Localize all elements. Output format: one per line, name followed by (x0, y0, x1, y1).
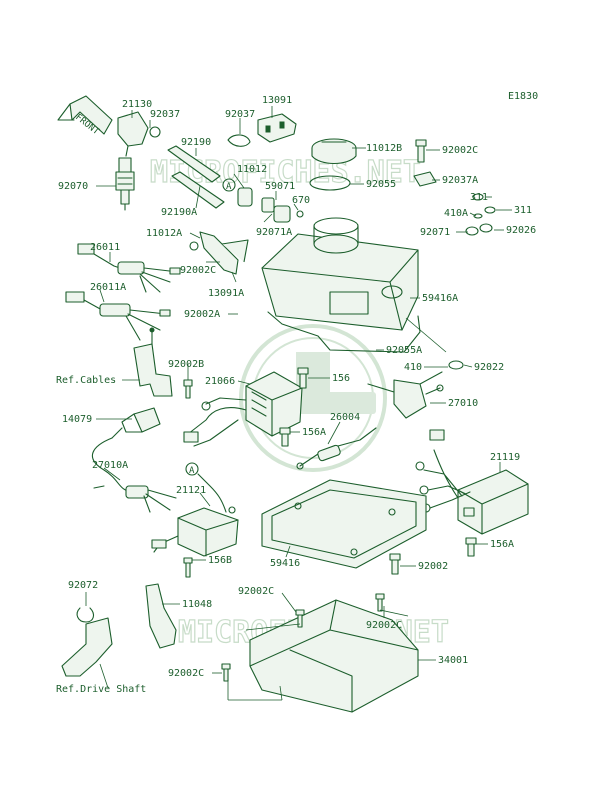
label-13091: 13091 (262, 95, 292, 106)
callout-a-lower: A (185, 462, 199, 476)
bracket-92037a (413, 171, 437, 187)
bolt-156a-right (465, 537, 477, 557)
label-ref-drive-shaft: Ref.Drive Shaft (56, 684, 146, 695)
label-156a-right: 156A (490, 539, 514, 550)
pulser-27010 (367, 371, 444, 419)
label-11012: 11012 (237, 164, 267, 175)
label-311-a: 311 (470, 192, 488, 203)
cdi-unit-21119 (415, 429, 529, 535)
bolt-156a-mid (279, 427, 291, 447)
clamp-92072 (76, 607, 95, 623)
bracket-ref-drive-shaft (61, 617, 113, 677)
front-arrow-icon: FRONT (57, 95, 113, 137)
label-26004: 26004 (330, 412, 360, 423)
label-59416a: 59416A (422, 293, 458, 304)
harness-26011 (77, 243, 181, 293)
tray-34001 (249, 599, 419, 713)
label-59416: 59416 (270, 558, 300, 569)
bolts-92002c-bottom (221, 593, 385, 682)
label-92002a: 92002A (184, 309, 220, 320)
rings-311-410a (465, 193, 496, 236)
rubber-tube-92190 (167, 145, 225, 209)
holder-11012a (189, 231, 249, 275)
label-27010a: 27010A (92, 460, 128, 471)
sensor-14079 (111, 407, 161, 439)
harness-27010a (91, 437, 177, 513)
label-59071: 59071 (265, 181, 295, 192)
label-92037-mid: 92037 (225, 109, 255, 120)
label-21130: 21130 (122, 99, 152, 110)
label-11048: 11048 (182, 599, 212, 610)
bracket-11048 (145, 583, 177, 649)
label-11012a: 11012A (146, 228, 182, 239)
label-21121: 21121 (176, 485, 206, 496)
harness-26011a (65, 291, 171, 341)
label-92037a: 92037A (442, 175, 478, 186)
label-92002c-bottom-3: 92002C (168, 668, 204, 679)
label-156: 156 (332, 373, 350, 384)
diagram-code: E1830 (508, 91, 538, 102)
callout-a-lower-label: A (189, 466, 195, 476)
label-92002: 92002 (418, 561, 448, 572)
o-ring-410-92022 (448, 360, 464, 370)
label-410a: 410A (444, 208, 468, 219)
label-92190a: 92190A (161, 207, 197, 218)
label-11012b: 11012B (366, 143, 402, 154)
label-311-b: 311 (514, 205, 532, 216)
label-156a-mid: 156A (302, 427, 326, 438)
label-410: 410 (404, 362, 422, 373)
label-92002c-bottom-1: 92002C (238, 586, 274, 597)
label-21119: 21119 (490, 452, 520, 463)
label-92070: 92070 (58, 181, 88, 192)
label-21066: 21066 (205, 376, 235, 387)
label-92002c-top: 92002C (442, 145, 478, 156)
label-14079: 14079 (62, 414, 92, 425)
label-92002c-bottom-2: 92002C (366, 620, 402, 631)
bolt-92002c-top (415, 139, 427, 163)
label-92002b: 92002B (168, 359, 204, 370)
label-92071: 92071 (420, 227, 450, 238)
resistor-26004 (296, 427, 377, 470)
label-156b: 156B (208, 555, 232, 566)
bolt-156 (297, 367, 309, 389)
ignition-coil-21121 (151, 473, 239, 557)
label-92002c-mid: 92002C (180, 265, 216, 276)
callout-a-upper-label: A (226, 182, 232, 192)
air-cleaner-housing (261, 217, 419, 331)
label-34001: 34001 (438, 655, 468, 666)
label-92190: 92190 (181, 137, 211, 148)
o-ring-92055 (309, 175, 351, 191)
clamp-92037 (227, 134, 251, 147)
part-labels: 21130 92037 92037 13091 92190 11012 1101… (56, 95, 536, 695)
label-27010: 27010 (448, 398, 478, 409)
label-92072: 92072 (68, 580, 98, 591)
bolt-92002 (389, 553, 401, 575)
label-92055: 92055 (366, 179, 396, 190)
fitting-11012-59071 (237, 187, 304, 223)
bracket-ref-cables (133, 327, 173, 397)
air-cleaner-cap-11012b (311, 138, 357, 165)
label-13091a: 13091A (208, 288, 244, 299)
leader-lines (85, 106, 512, 701)
bracket-13091 (257, 113, 297, 143)
callout-a-upper: A (222, 178, 236, 192)
label-26011: 26011 (90, 242, 120, 253)
spark-plug-92070 (115, 157, 135, 211)
regulator-21066 (183, 371, 303, 447)
label-92071a: 92071A (256, 227, 292, 238)
label-ref-cables: Ref.Cables (56, 375, 116, 386)
spark-plug-cap-21130 (117, 111, 161, 157)
label-92022: 92022 (474, 362, 504, 373)
label-92037-top: 92037 (150, 109, 180, 120)
label-670: 670 (292, 195, 310, 206)
cover-59416 (261, 479, 427, 569)
bolt-92002b (183, 379, 193, 399)
bolt-156b (183, 557, 193, 578)
label-92055a: 92055A (386, 345, 422, 356)
label-92026: 92026 (506, 225, 536, 236)
gasket-92055a (267, 311, 421, 353)
label-26011a: 26011A (90, 282, 126, 293)
